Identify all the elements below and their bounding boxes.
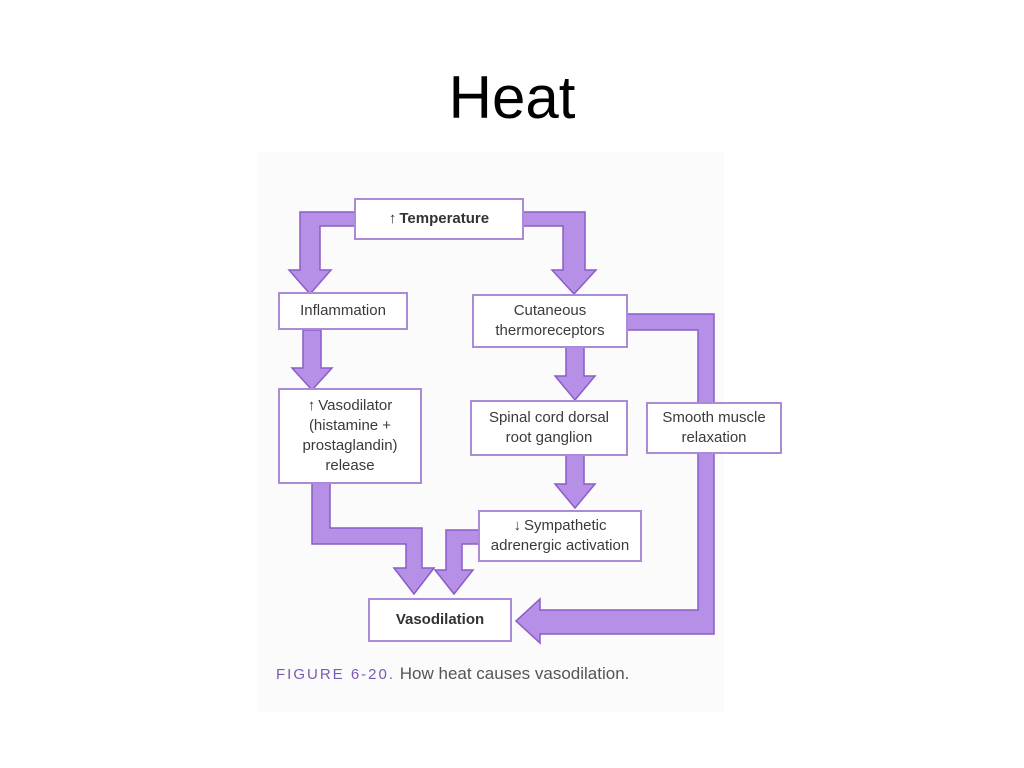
node-spinal-cord-dorsal-root-ganglion: Spinal cord dorsal root ganglion [470, 400, 628, 456]
arrow-cutaneous-to-spinal [553, 345, 597, 402]
node-sympathetic-line1-text: Sympathetic [523, 517, 607, 534]
arrow-temperature-to-inflammation [287, 211, 357, 296]
figure-caption: FIGURE 6-20. How heat causes vasodilatio… [276, 664, 629, 684]
arrow-sympathetic-to-vasodilation [433, 529, 481, 596]
node-sympathetic-line2: adrenergic activation [490, 537, 630, 554]
node-smooth-line2: relaxation [681, 429, 747, 446]
node-vasodilator-line3: prostaglandin) [302, 437, 398, 454]
node-vasodilator-line4: release [325, 457, 375, 474]
node-sympathetic-line1: ↓Sympathetic [513, 516, 606, 536]
arrow-spinal-to-sympathetic [553, 454, 597, 510]
node-vasodilation: Vasodilation [368, 598, 512, 642]
node-cutaneous-thermoreceptors: Cutaneous thermoreceptors [472, 294, 628, 348]
node-vasodilator-release: ↑Vasodilator (histamine + prostaglandin)… [278, 388, 422, 484]
node-temperature: ↑ Temperature [354, 198, 524, 240]
node-temperature-label: Temperature [399, 210, 490, 227]
node-cutaneous-line2: thermoreceptors [495, 322, 605, 339]
figure-caption-text: How heat causes vasodilation. [399, 664, 630, 683]
node-sympathetic-adrenergic-activation: ↓Sympathetic adrenergic activation [478, 510, 642, 562]
node-inflammation-label: Inflammation [300, 302, 386, 319]
up-arrow-icon: ↑ [307, 397, 316, 414]
node-vasodilator-line1: ↑Vasodilator [308, 396, 392, 416]
down-arrow-icon: ↓ [513, 517, 521, 534]
node-spinal-line1: Spinal cord dorsal [488, 409, 610, 426]
node-vasodilator-line1-text: Vasodilator [318, 397, 393, 414]
figure-caption-label: FIGURE 6-20. [276, 666, 396, 683]
up-arrow-icon: ↑ [388, 210, 397, 227]
arrow-vasodilator-to-vasodilation [311, 481, 436, 596]
node-vasodilator-line2: (histamine + [308, 417, 392, 434]
arrow-temperature-to-cutaneous [521, 211, 598, 296]
slide-title: Heat [448, 64, 576, 131]
node-smooth-line1: Smooth muscle [662, 409, 766, 426]
arrow-inflammation-to-vasodilator [290, 329, 334, 392]
arrow-cutaneous-to-vasodilation [514, 313, 715, 645]
node-cutaneous-line1: Cutaneous [513, 302, 587, 319]
node-spinal-line2: root ganglion [505, 429, 593, 446]
node-smooth-muscle-relaxation: Smooth muscle relaxation [646, 402, 782, 454]
node-vasodilation-label: Vasodilation [395, 611, 485, 628]
node-inflammation: Inflammation [278, 292, 408, 330]
